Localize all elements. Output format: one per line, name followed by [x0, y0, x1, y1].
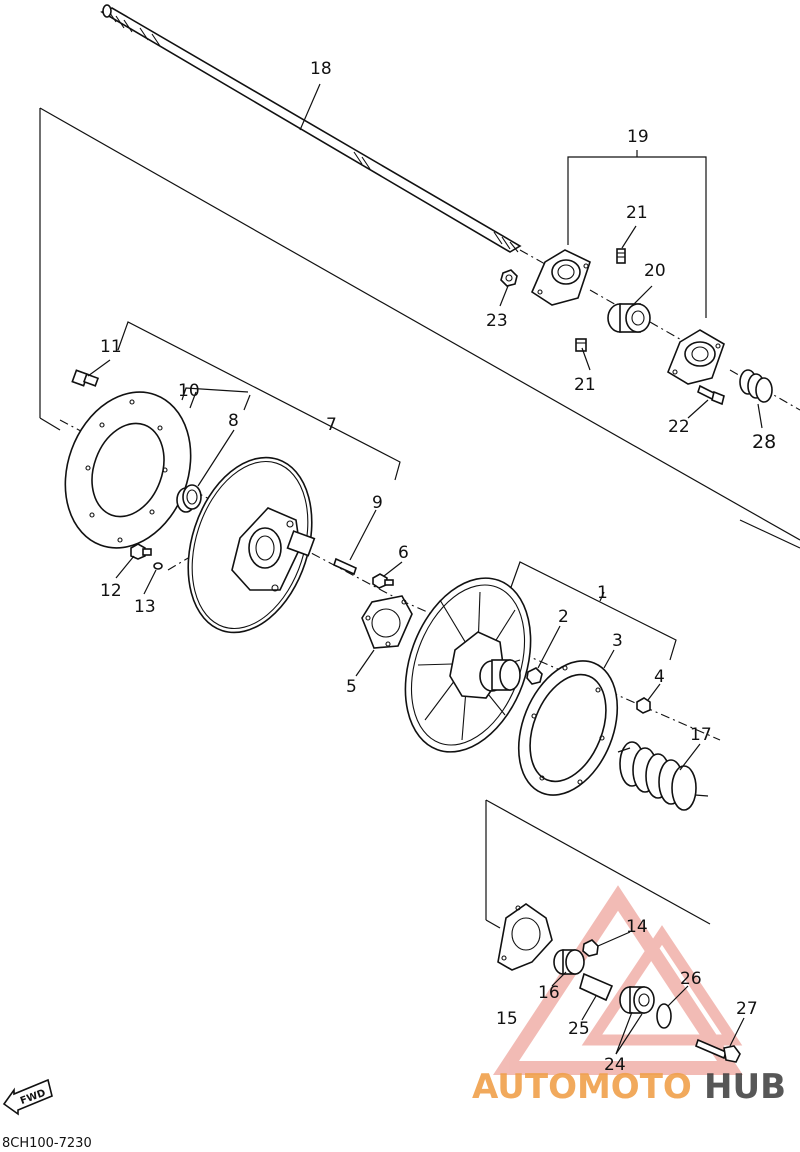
callout-3: 3: [612, 631, 623, 651]
bushing-16-part: [553, 949, 585, 975]
callout-22: 22: [668, 417, 690, 437]
bearing-housing-front-part: [530, 249, 591, 306]
callout-24: 24: [604, 1055, 626, 1075]
pin-25-part: [579, 972, 614, 1002]
callout-21-lower: 21: [574, 375, 596, 395]
callout-12: 12: [100, 581, 122, 601]
diagram-code: 8CH100-7230: [2, 1136, 92, 1151]
callout-20: 20: [644, 261, 666, 281]
callout-6: 6: [398, 543, 409, 563]
callout-18: 18: [310, 59, 332, 79]
washer-26-part: [656, 1003, 672, 1029]
cover-15-part: [497, 903, 553, 971]
leader-lines: [87, 83, 763, 1055]
callout-2: 2: [558, 607, 569, 627]
callout-19: 19: [627, 127, 649, 147]
callout-1: 1: [597, 583, 608, 603]
callout-11: 11: [100, 337, 122, 357]
bearing-housing-rear-part: [667, 329, 725, 385]
bolt-6-part: [372, 573, 394, 589]
fwd-arrow-icon: FWD: [2, 1078, 53, 1116]
bolt-11-part: [71, 369, 100, 387]
nut-14-part: [582, 939, 599, 957]
bearing-part: [607, 303, 651, 333]
callout-4: 4: [654, 667, 665, 687]
callout-27: 27: [736, 999, 758, 1019]
callout-10: 10: [178, 381, 200, 401]
callout-26: 26: [680, 969, 702, 989]
bolt-22-part: [697, 384, 725, 406]
gasket-5-part: [361, 595, 413, 649]
callout-16: 16: [538, 983, 560, 1003]
washer-13-part: [153, 562, 163, 570]
bolt-27-part: [695, 1038, 741, 1063]
callout-8: 8: [228, 411, 239, 431]
watermark-text-secondary: HUB: [704, 1067, 786, 1107]
callout-7: 7: [326, 415, 337, 435]
movable-sheave-1-part: [404, 577, 532, 753]
pin-9-part: [333, 557, 357, 576]
slider-2-part: [526, 667, 543, 685]
callout-13: 13: [134, 597, 156, 617]
watermark-text-primary: AUTOMOTO: [472, 1067, 692, 1107]
disc-plate-10-part: [64, 391, 192, 549]
bolt-12-part: [130, 543, 152, 560]
callout-14: 14: [626, 917, 648, 937]
callout-23: 23: [486, 311, 508, 331]
spring-28-part: [739, 369, 773, 403]
callout-5: 5: [346, 677, 357, 697]
plate-3-part: [517, 660, 619, 796]
nut-23-part: [500, 269, 518, 287]
callout-9: 9: [372, 493, 383, 513]
callout-28: 28: [752, 431, 776, 453]
callout-15: 15: [496, 1009, 518, 1029]
roller-24-part: [619, 986, 655, 1014]
sheave-7-part: [187, 456, 316, 634]
callout-25: 25: [568, 1019, 590, 1039]
screw-4-part: [636, 697, 651, 714]
set-screw-upper-part: [616, 248, 626, 264]
set-screw-lower-part: [575, 338, 587, 352]
spring-17-part: [617, 741, 709, 811]
bushing-8-part: [176, 484, 202, 513]
callout-21-upper: 21: [626, 203, 648, 223]
shaft-part: [100, 4, 522, 253]
callout-17: 17: [690, 725, 712, 745]
group-frame: [39, 107, 800, 549]
watermark: AUTOMOTO HUB: [472, 1067, 786, 1107]
